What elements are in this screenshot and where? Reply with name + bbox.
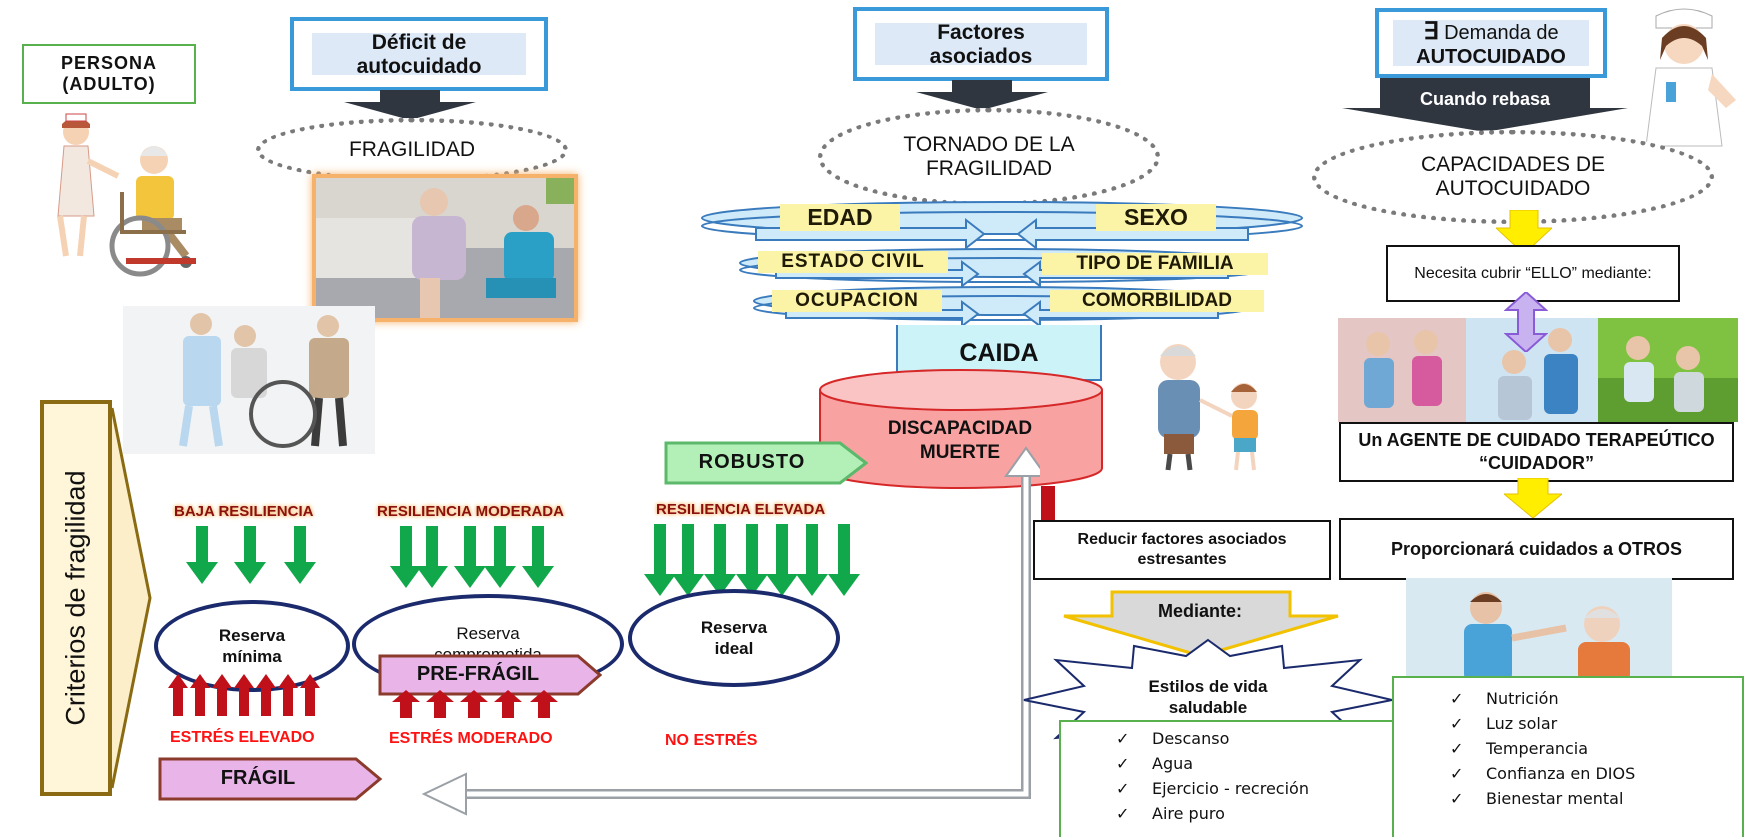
check-icon: ✓ bbox=[1450, 689, 1464, 708]
check-icon: ✓ bbox=[1116, 729, 1130, 748]
criterios-label: Criterios de fragilidad bbox=[60, 470, 91, 726]
persona-label: PERSONA (ADULTO) bbox=[60, 53, 157, 94]
wheelchair-photo bbox=[123, 306, 375, 454]
factor-comorbilidad: COMORBILIDAD bbox=[1050, 290, 1264, 312]
necesita-label: Necesita cubrir “ELLO” mediante: bbox=[1414, 264, 1652, 282]
fragilidad-label: FRAGILIDAD bbox=[348, 138, 476, 161]
nurse-feeding-illustration bbox=[1406, 578, 1672, 682]
nurse-wheelchair-illustration bbox=[57, 113, 196, 277]
necesita-box: Necesita cubrir “ELLO” mediante: bbox=[1386, 245, 1680, 302]
capacidades-label: CAPACIDADES DE AUTOCUIDADO bbox=[1421, 153, 1605, 200]
photo-bedside-illustration bbox=[316, 178, 574, 318]
list-item: ✓Luz solar bbox=[1450, 711, 1742, 736]
nurse-feeding-photo bbox=[1406, 578, 1672, 682]
resilience-low: BAJA RESILIENCIA bbox=[174, 503, 314, 520]
photo-wheelchair-illustration bbox=[123, 306, 375, 454]
green-arrows-low bbox=[186, 526, 316, 584]
robusto-tag-shape bbox=[664, 441, 868, 485]
list-item: ✓Nutrición bbox=[1450, 686, 1742, 711]
check-icon: ✓ bbox=[1450, 739, 1464, 758]
discapacidad-label: DISCAPACIDAD MUERTE bbox=[887, 418, 1033, 463]
capacidades-ellipse: CAPACIDADES DE AUTOCUIDADO bbox=[1312, 130, 1714, 224]
check-icon: ✓ bbox=[1450, 789, 1464, 808]
exists-symbol: ∃ bbox=[1423, 18, 1439, 45]
check-icon: ✓ bbox=[1450, 714, 1464, 733]
lifestyle-list-2: ✓Nutrición ✓Luz solar ✓Temperancia ✓Conf… bbox=[1450, 686, 1742, 811]
cuando-rebasa-arrow bbox=[1342, 78, 1628, 132]
criterios-banner: Criterios de fragilidad bbox=[40, 400, 112, 796]
reserve-minima: Reserva mínima bbox=[154, 600, 350, 692]
fragil-tag-shape bbox=[158, 757, 383, 801]
list-item: ✓Bienestar mental bbox=[1450, 786, 1742, 811]
check-icon: ✓ bbox=[1450, 764, 1464, 783]
proporcionara-label: Proporcionará cuidados a OTROS bbox=[1390, 538, 1683, 559]
criterios-bracket-arrow bbox=[110, 407, 152, 789]
lifestyle-list-2-box: ✓Nutrición ✓Luz solar ✓Temperancia ✓Conf… bbox=[1392, 676, 1744, 837]
demanda-header: ∃ Demanda de AUTOCUIDADO bbox=[1375, 8, 1607, 78]
factores-title: Factores asociados bbox=[929, 21, 1033, 68]
deficit-title: Déficit de autocuidado bbox=[356, 31, 482, 78]
factor-sexo: SEXO bbox=[1096, 204, 1216, 231]
red-arrows-moderate-stress bbox=[392, 690, 558, 718]
nurse-illustration bbox=[1645, 8, 1736, 147]
proporcionara-box: Proporcionará cuidados a OTROS bbox=[1339, 518, 1734, 580]
estilos-label: Estilos de vida saludable bbox=[1148, 677, 1268, 717]
tornado-label: TORNADO DE LA FRAGILIDAD bbox=[903, 133, 1075, 180]
stress-none: NO ESTRÉS bbox=[665, 732, 758, 749]
demanda-title-1: Demanda de bbox=[1444, 22, 1559, 44]
cuando-rebasa-label: Cuando rebasa bbox=[1419, 89, 1551, 109]
prefragil-tag-shape bbox=[378, 654, 602, 696]
mediante-arrow-shape bbox=[1063, 590, 1339, 658]
robusto-label: ROBUSTO bbox=[698, 451, 806, 473]
demanda-title-2: AUTOCUIDADO bbox=[1416, 46, 1566, 68]
red-arrows-high-stress bbox=[168, 674, 320, 716]
agente-box: Un AGENTE DE CUIDADO TERAPEÚTICO “CUIDAD… bbox=[1339, 422, 1734, 482]
prefragil-label: PRE-FRÁGIL bbox=[416, 663, 540, 685]
stress-moderate: ESTRÉS MODERADO bbox=[389, 730, 553, 747]
tornado-ellipse: TORNADO DE LA FRAGILIDAD bbox=[818, 108, 1160, 206]
feedback-hollow-arrow bbox=[421, 446, 1040, 816]
deficit-header: Déficit de autocuidado bbox=[290, 17, 548, 91]
factores-down-arrow bbox=[916, 80, 1048, 110]
resilience-moderate: RESILIENCIA MODERADA bbox=[377, 503, 564, 520]
fragilidad-ellipse: FRAGILIDAD bbox=[256, 118, 568, 182]
reserve-minima-label: Reserva mínima bbox=[218, 626, 286, 666]
green-arrows-moderate bbox=[390, 526, 554, 588]
check-icon: ✓ bbox=[1116, 779, 1130, 798]
yellow-down-arrow-2 bbox=[1504, 478, 1562, 518]
mediante-label: Mediante: bbox=[1157, 601, 1242, 621]
list-item: ✓Descanso bbox=[1116, 726, 1398, 751]
yellow-down-arrow-1 bbox=[1496, 210, 1552, 254]
fragil-label: FRÁGIL bbox=[220, 767, 296, 789]
resilience-high: RESILIENCIA ELEVADA bbox=[656, 501, 826, 518]
check-icon: ✓ bbox=[1116, 754, 1130, 773]
list-item: ✓Temperancia bbox=[1450, 736, 1742, 761]
deficit-down-arrow bbox=[344, 90, 476, 120]
reducir-box: Reducir factores asociados estresantes bbox=[1033, 520, 1331, 580]
list-item: ✓Ejercicio - recreción bbox=[1116, 776, 1398, 801]
stress-high: ESTRÉS ELEVADO bbox=[170, 729, 315, 746]
list-item: ✓Confianza en DIOS bbox=[1450, 761, 1742, 786]
list-item: ✓Agua bbox=[1116, 751, 1398, 776]
persona-box: PERSONA (ADULTO) bbox=[22, 44, 196, 104]
reserve-ideal-label: Reserva ideal bbox=[700, 618, 768, 658]
check-icon: ✓ bbox=[1116, 804, 1130, 823]
reserve-ideal: Reserva ideal bbox=[628, 589, 840, 687]
green-arrows-high bbox=[644, 524, 860, 596]
agente-label: Un AGENTE DE CUIDADO TERAPEÚTICO “CUIDAD… bbox=[1358, 430, 1715, 473]
factor-edad: EDAD bbox=[780, 204, 900, 231]
factor-tipo-familia: TIPO DE FAMILIA bbox=[1042, 253, 1268, 275]
list-item: ✓Aire puro bbox=[1116, 801, 1398, 826]
factores-header: Factores asociados bbox=[853, 7, 1109, 81]
fragility-photo-bedside bbox=[312, 174, 578, 322]
caida-label: CAIDA bbox=[959, 339, 1039, 367]
reducir-label: Reducir factores asociados estresantes bbox=[1077, 531, 1287, 568]
factor-estado-civil: ESTADO CIVIL bbox=[758, 251, 948, 273]
factor-ocupacion: OCUPACION bbox=[772, 290, 942, 312]
double-arrow-icon bbox=[1504, 292, 1548, 352]
lifestyle-list-1-box: ✓Descanso ✓Agua ✓Ejercicio - recreción ✓… bbox=[1059, 720, 1400, 837]
grandma-child-illustration bbox=[1158, 344, 1258, 471]
lifestyle-list-1: ✓Descanso ✓Agua ✓Ejercicio - recreción ✓… bbox=[1116, 726, 1398, 826]
